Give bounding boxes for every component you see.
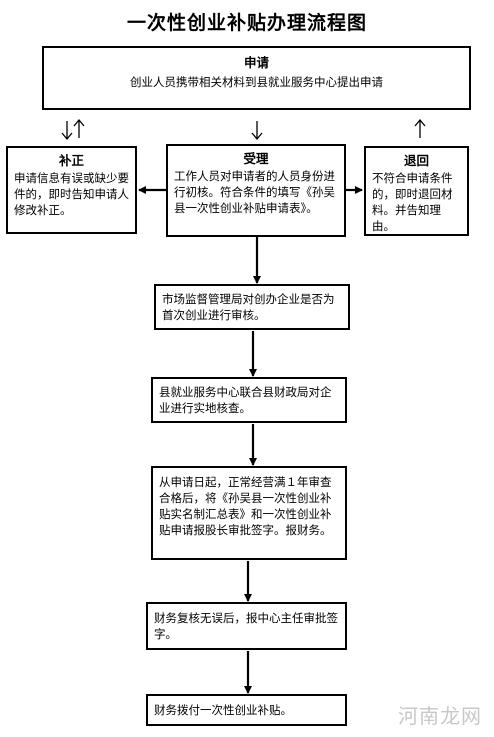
step-1-box: 市场监督管理局对创办企业是否为首次创业进行审核。 bbox=[154, 284, 350, 330]
step-5-box: 财务拨付一次性创业补贴。 bbox=[146, 694, 347, 726]
step-3-text: 从申请日起，正常经营满１年审查合格后，将《孙吴县一次性创业补贴实名制汇总表》和一… bbox=[159, 475, 332, 537]
accept-text: 工作人员对申请者的人员身份进行初核。符合条件的填写《孙吴县一次性创业补贴申请表》… bbox=[174, 169, 335, 215]
step-4-box: 财务复核无误后，报中心主任审批签字。 bbox=[146, 602, 347, 650]
arrow-return-to-apply bbox=[414, 118, 426, 138]
return-text: 不符合申请条件的，即时退回材料。并告知理由。 bbox=[372, 171, 453, 233]
accept-box: 受理 工作人员对申请者的人员身份进行初核。符合条件的填写《孙吴县一次性创业补贴申… bbox=[166, 144, 346, 237]
step-2-box: 县就业服务中心联合县财政局对企业进行实地核查。 bbox=[151, 377, 347, 423]
apply-text: 创业人员携带相关材料到县就业服务中心提出申请 bbox=[130, 75, 383, 89]
page-title: 一次性创业补贴办理流程图 bbox=[126, 12, 367, 34]
step-4-text: 财务复核无误后，报中心主任审批签字。 bbox=[154, 611, 338, 641]
arrow-apply-to-correct bbox=[61, 121, 73, 141]
step-5-text: 财务拨付一次性创业补贴。 bbox=[154, 703, 292, 717]
accept-heading: 受理 bbox=[243, 151, 269, 166]
arrow-apply-to-accept bbox=[251, 121, 263, 141]
correct-text: 申请信息有误或缺少要件的，即时告知申请人修改补正。 bbox=[14, 171, 129, 217]
apply-heading: 申请 bbox=[243, 55, 269, 70]
watermark-text: 河南龙网 bbox=[398, 704, 482, 728]
step-3-box: 从申请日起，正常经营满１年审查合格后，将《孙吴县一次性创业补贴实名制汇总表》和一… bbox=[151, 466, 347, 560]
step-2-text: 县就业服务中心联合县财政局对企业进行实地核查。 bbox=[159, 385, 332, 415]
arrow-correct-to-apply bbox=[73, 118, 85, 138]
return-heading: 退回 bbox=[403, 153, 429, 168]
apply-box: 申请 创业人员携带相关材料到县就业服务中心提出申请 bbox=[42, 46, 471, 110]
correct-box: 补正 申请信息有误或缺少要件的，即时告知申请人修改补正。 bbox=[6, 146, 137, 234]
correct-heading: 补正 bbox=[58, 153, 84, 168]
return-box: 退回 不符合申请条件的，即时退回材料。并告知理由。 bbox=[364, 146, 469, 236]
step-1-text: 市场监督管理局对创办企业是否为首次创业进行审核。 bbox=[162, 292, 335, 322]
